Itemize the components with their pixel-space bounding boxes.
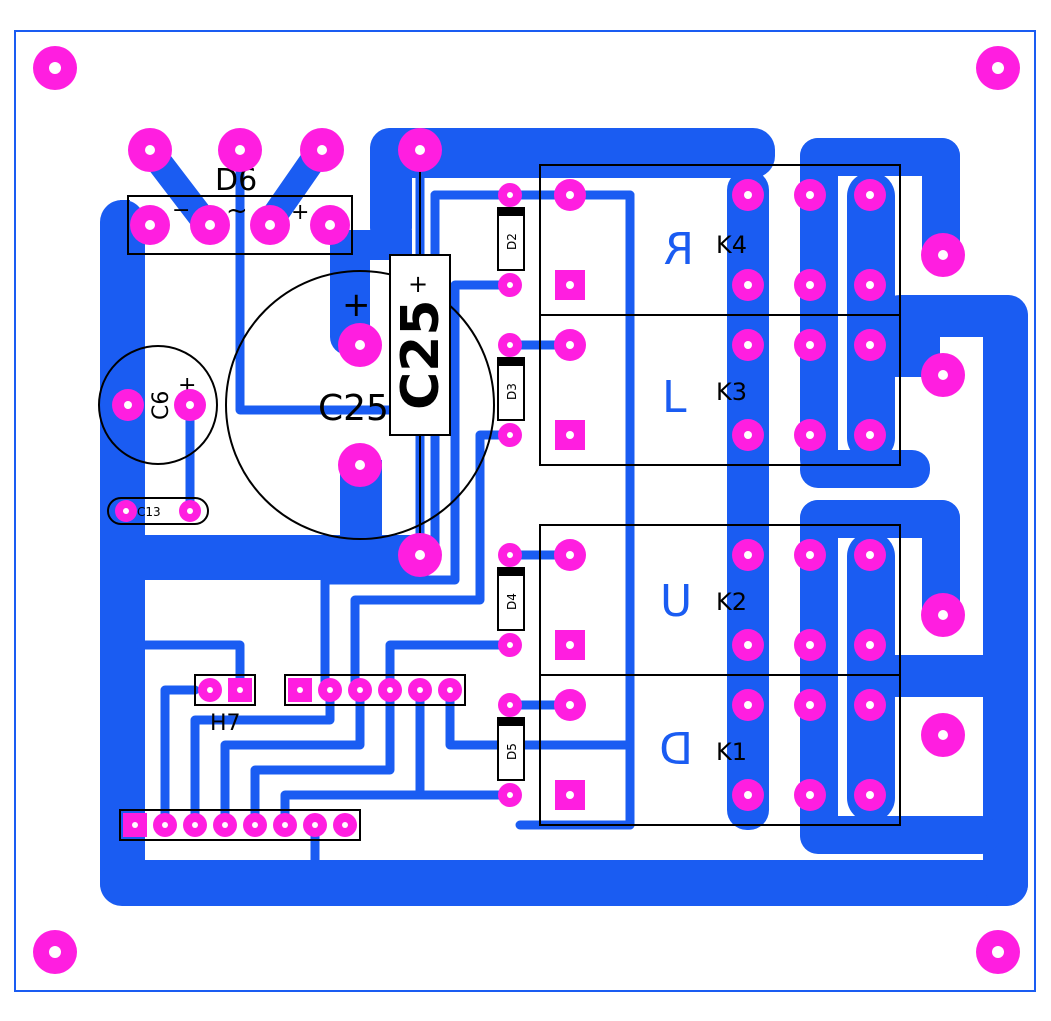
plus-mark: + [291, 200, 309, 225]
letter-d: D [659, 724, 693, 775]
headers: H7 [119, 674, 466, 841]
copper-letters: R L U D [659, 224, 694, 775]
k3-label: K3 [716, 378, 747, 406]
d3-label: D3 [505, 383, 519, 400]
k1-label: K1 [716, 738, 747, 766]
letter-l: L [662, 372, 687, 423]
h7-label: H7 [210, 711, 241, 736]
diodes: D2 D3 D4 D5 [497, 207, 525, 781]
c25-plus: + [342, 285, 371, 325]
capacitor-c13: C13 [107, 497, 209, 525]
minus-mark: − [172, 198, 190, 223]
d4-label: D4 [505, 593, 519, 610]
c6-label: C6 [149, 391, 174, 420]
board-outline [14, 30, 1036, 992]
c25-plus-small: + [408, 270, 428, 298]
capacitor-c25: C25 C25 + + [225, 160, 495, 545]
d2-label: D2 [505, 233, 519, 250]
k4-label: K4 [716, 231, 747, 259]
capacitor-c6: C6 + [98, 345, 218, 465]
c13-label: C13 [137, 505, 161, 519]
letter-r: R [663, 224, 694, 275]
relays: K4 K3 K2 K1 [539, 164, 901, 826]
c25-label-large: C25 [391, 299, 451, 410]
ac-mark: ~ [226, 196, 248, 226]
mounting-holes [33, 46, 1020, 974]
k2-label: K2 [716, 588, 747, 616]
letter-u: U [660, 576, 692, 627]
c25-label: C25 [318, 388, 389, 429]
pads [112, 128, 965, 837]
d5-label: D5 [505, 743, 519, 760]
